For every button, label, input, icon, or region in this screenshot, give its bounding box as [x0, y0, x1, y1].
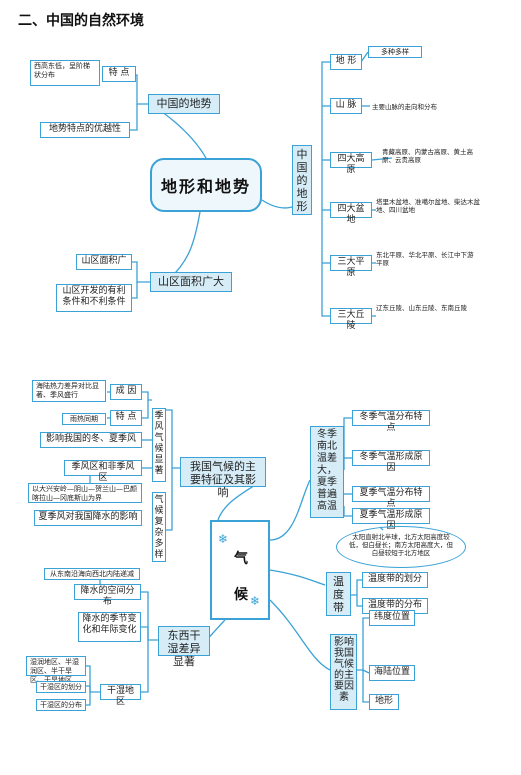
- section-heading: 二、中国的自然环境: [18, 13, 144, 29]
- basin-label: 四大盆地: [330, 202, 372, 225]
- complex-vertical: 气候复杂多样: [152, 492, 166, 562]
- monsoon-feature-label: 特 点: [110, 410, 142, 426]
- monsoon-effect: 影响我国的冬、夏季风: [40, 432, 142, 448]
- summer-monsoon-effect: 夏季风对我国降水的影响: [34, 510, 142, 526]
- monsoon-cause-detail: 海陆热力差异对比显著、季风盛行: [32, 380, 106, 402]
- mountain-area-wide: 山区面积广: [76, 254, 132, 270]
- monsoon-feature-detail: 雨热同期: [62, 413, 106, 425]
- plain-detail: 东北平原、华北平原、长江中下游平原: [376, 251, 474, 267]
- terrain-advantage: 地势特点的优越性: [40, 122, 130, 138]
- terrain-type-label: 地 形: [330, 54, 362, 70]
- temperature-node: 冬季南北温差大，夏季普遍高温: [310, 426, 344, 518]
- mountain-development-conditions: 山区开发的有利条件和不利条件: [56, 284, 132, 312]
- precip-trend: 从东南沿海向西北内陆递减: [44, 568, 140, 580]
- monsoon-cause-label: 成 因: [110, 384, 142, 400]
- climate-main-node: 我国气候的主要特征及其影响: [180, 457, 266, 499]
- climate-factors-node: 影响我国气候的主要因素: [330, 634, 357, 710]
- mountain-label: 山 脉: [330, 98, 362, 114]
- dry-wet-division: 干湿区的划分: [36, 681, 86, 693]
- complex-vertical-text: 气候复杂多样: [154, 495, 164, 560]
- terrain-feature-label: 特 点: [102, 66, 136, 82]
- plain-label: 三大平原: [330, 255, 372, 278]
- summer-temp-note: 太阳直射北半球，北方太阳高度较低，但白昼长；南方太阳高度大，但白昼较短于北方地区: [336, 526, 466, 568]
- dry-wet-distribution: 干湿区的分布: [36, 699, 86, 711]
- basin-detail: 塔里木盆地、准噶尔盆地、柴达木盆地、四川盆地: [376, 198, 480, 214]
- winter-temp-dist: 冬季气温分布特点: [352, 410, 430, 433]
- plateau-label: 四大高原: [330, 152, 372, 175]
- plateau-detail: 青藏高原、内蒙古高原、黄土高原、云贵高原: [382, 148, 473, 164]
- mountain-area-node: 山区面积广大: [150, 272, 232, 292]
- temperature-belt-node: 温度带: [326, 572, 351, 616]
- mountain-detail: 主要山脉的走向和分布: [372, 103, 437, 111]
- terrain-feature-detail: 西高东低，呈阶梯状分布: [30, 60, 100, 86]
- monsoon-region: 季风区和非季风区: [64, 460, 142, 483]
- hill-detail: 辽东丘陵、山东丘陵、东南丘陵: [376, 304, 467, 312]
- dry-wet-areas-detail: 湿润地区、半湿润区、半干旱区、干旱地区: [26, 656, 86, 684]
- hill-label: 三大丘陵: [330, 308, 372, 331]
- winter-temp-cause: 冬季气温形成原因: [352, 450, 430, 473]
- factor-latitude: 纬度位置: [369, 610, 415, 626]
- monsoon-boundary: 以大兴安岭—阴山—贺兰山—巴颜喀拉山—冈底斯山为界: [28, 483, 142, 503]
- summer-temp-cause: 夏季气温形成原因: [352, 508, 430, 531]
- belt-division: 温度带的划分: [362, 572, 428, 588]
- dry-wet-node: 东西干湿差异显著: [158, 626, 210, 668]
- china-terrain-label: 中国的地形: [296, 148, 308, 213]
- monsoon-vertical: 季风气候显著: [152, 408, 166, 482]
- dry-wet-areas: 干湿地区: [100, 684, 141, 707]
- temperature-label: 冬季南北温差大，夏季普遍高温: [317, 429, 337, 512]
- monsoon-vertical-text: 季风气候显著: [154, 411, 164, 476]
- center-char-b: 候: [234, 587, 248, 603]
- precip-seasonal: 降水的季节变化和年际变化: [78, 612, 141, 642]
- snowflake-icon: ❄: [250, 594, 261, 608]
- factor-terrain: 地形: [369, 694, 399, 710]
- summer-temp-dist: 夏季气温分布特点: [352, 486, 430, 509]
- terrain-trend-node: 中国的地势: [148, 94, 220, 114]
- factor-land-sea: 海陆位置: [369, 665, 415, 681]
- climate-factors-label: 影响我国气候的主要因素: [334, 637, 354, 703]
- center-char-a: 气: [234, 551, 248, 567]
- temperature-belt-label: 温度带: [333, 575, 344, 614]
- snowflake-icon: ❄: [218, 532, 229, 546]
- precip-spatial: 降水的空间分布: [74, 584, 141, 607]
- center-node-climate: 气 候 ❄ ❄: [210, 520, 270, 620]
- center-node-terrain: 地形和地势: [150, 158, 262, 212]
- china-terrain-node: 中国的地形: [292, 145, 312, 215]
- terrain-type-detail: 多种多样: [368, 46, 422, 58]
